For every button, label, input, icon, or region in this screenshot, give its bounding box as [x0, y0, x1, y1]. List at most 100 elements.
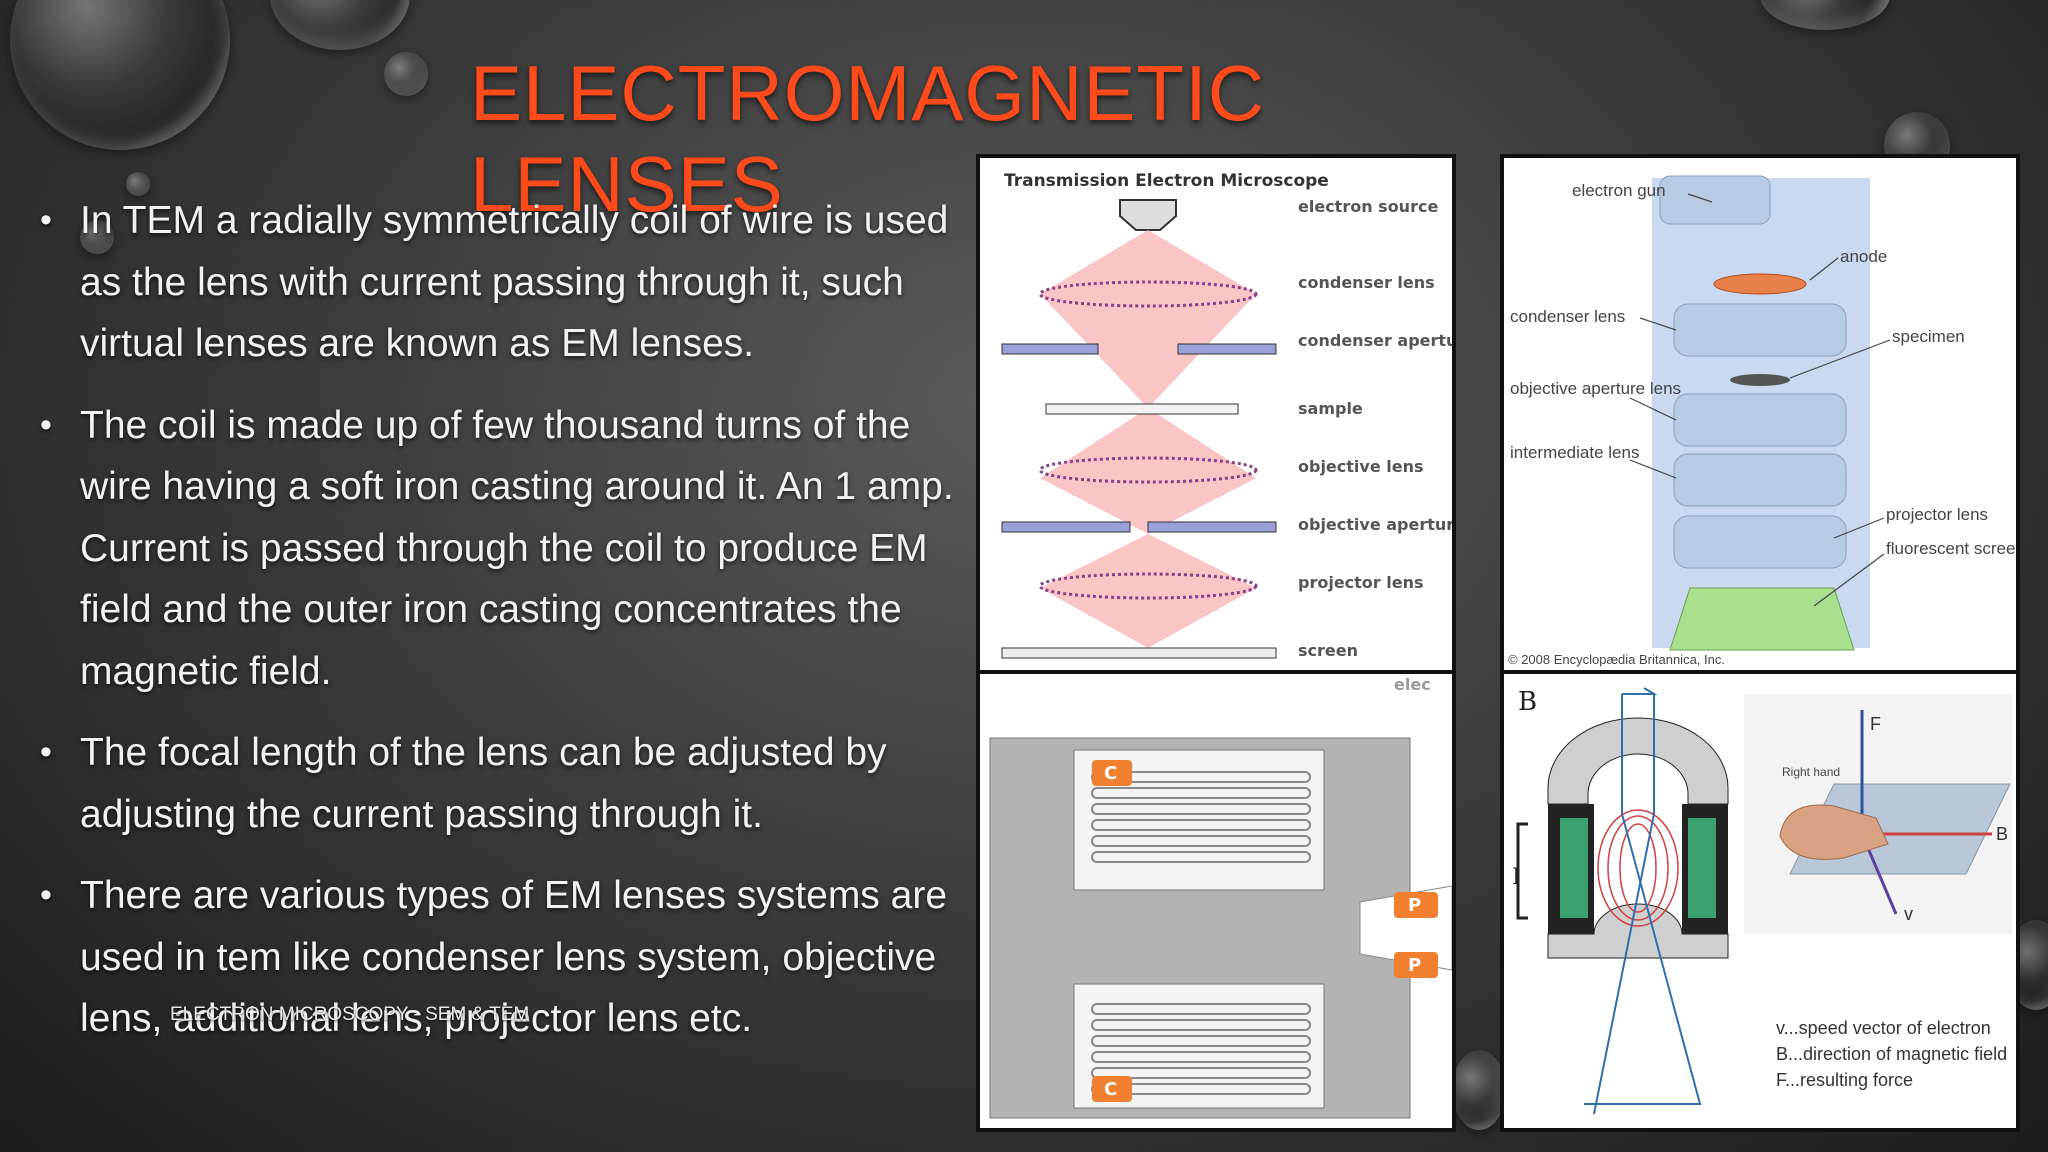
coil-corner-text: elec — [1394, 675, 1431, 694]
bullet-list: • In TEM a radially symmetrically coil of… — [40, 190, 960, 1070]
coil-diagram: elec C C P P — [976, 670, 1456, 1132]
legend-b: B...direction of magnetic field — [1776, 1044, 2007, 1064]
bullet-icon: • — [40, 201, 52, 239]
p-tag-top-text: P — [1408, 895, 1421, 916]
britannica-column-diagram: electron gun anode condenser lens specim… — [1500, 154, 2020, 674]
label-screen: screen — [1298, 641, 1358, 660]
electron-path — [1584, 694, 1702, 1105]
screen-shape — [1001, 647, 1277, 659]
beam-cone — [1040, 408, 1256, 478]
label-sample: sample — [1298, 399, 1363, 418]
winding-left — [1560, 818, 1588, 918]
c-tag-top-text: C — [1104, 763, 1117, 784]
label-specimen: specimen — [1892, 327, 1965, 346]
britannica-svg: electron gun anode condenser lens specim… — [1508, 175, 2016, 667]
bullet-icon: • — [40, 405, 52, 444]
winding-right — [1688, 818, 1716, 918]
pole-piece-top — [1547, 717, 1729, 805]
label-electron-source: electron source — [1298, 197, 1438, 216]
label-intermediate-lens: intermediate lens — [1510, 443, 1639, 462]
electron-source-shape — [1119, 199, 1177, 231]
c-tag-bottom — [1092, 1076, 1132, 1102]
bullet-icon: • — [40, 876, 52, 914]
label-anode: anode — [1840, 247, 1887, 266]
britannica-credit: © 2008 Encyclopædia Britannica, Inc. — [1508, 652, 1725, 667]
c-tag-bottom-text: C — [1104, 1079, 1117, 1100]
label-i: I — [1512, 865, 1521, 890]
decorative-bubble — [1452, 1050, 1506, 1130]
magnetic-field-diagram: B I F B v Right hand v...speed vector of… — [1500, 670, 2020, 1132]
projector-lens-shape — [1038, 572, 1258, 600]
projector-lens-shape — [1673, 515, 1847, 569]
slide-footer: ELECTRON MICROSCOPY - SEM & TEM — [170, 1004, 530, 1025]
objective-lens-shape — [1673, 393, 1847, 447]
slide-title: ELECTROMAGNETIC LENSES — [470, 49, 1266, 228]
condenser-lens-shape — [1673, 303, 1847, 357]
beam-cone — [1040, 534, 1256, 588]
label-condenser-aperture: condenser aperture — [1298, 331, 1452, 350]
electron-gun-shape — [1659, 175, 1771, 225]
tem-heading: Transmission Electron Microscope — [1004, 171, 1329, 191]
label-condenser-lens: condenser lens — [1298, 273, 1435, 292]
bullet-item: • The focal length of the lens can be adj… — [40, 722, 960, 845]
current-wire — [1516, 822, 1528, 920]
bullet-item: • In TEM a radially symmetrically coil of… — [40, 190, 960, 375]
specimen-shape — [1730, 374, 1790, 386]
condenser-lens-shape — [1038, 280, 1258, 308]
sample-shape — [1045, 403, 1239, 415]
p-tag-bottom — [1394, 952, 1438, 978]
bullet-text: The coil is made up of few thousand turn… — [80, 403, 954, 693]
field-svg: B I F B v Right hand v...speed vector of… — [1512, 687, 2012, 1115]
condenser-aperture-left — [1001, 343, 1099, 355]
label-v: v — [1904, 904, 1913, 924]
label-projector-lens: projector lens — [1886, 505, 1988, 524]
field-lines — [1597, 809, 1679, 927]
decorative-bubble — [270, 0, 410, 50]
bullet-text: In TEM a radially symmetrically coil of … — [80, 199, 949, 365]
coil-svg: elec C C P P — [989, 675, 1452, 1119]
label-b-top: B — [1518, 687, 1537, 717]
c-tag-top — [1092, 760, 1132, 786]
label-fluorescent-screen: fluorescent screen — [1886, 539, 2016, 558]
tem-ray-diagram: Transmission Electron Microscope electro… — [976, 154, 1456, 674]
legend-v: v...speed vector of electron — [1776, 1018, 1991, 1038]
beam-cone — [1040, 294, 1256, 408]
fluorescent-screen-shape — [1669, 587, 1855, 651]
bullet-text: The focal length of the lens can be adju… — [80, 731, 887, 836]
decorative-bubble — [80, 220, 114, 254]
electron-path-2 — [1593, 694, 1655, 1115]
label-b-right: B — [1996, 824, 2008, 844]
legend-f: F...resulting force — [1776, 1070, 1913, 1090]
anode-shape — [1713, 273, 1807, 295]
bullet-item: • There are various types of EM lenses sy… — [40, 865, 960, 1050]
coil-windings-bottom — [1091, 1003, 1311, 1095]
label-condenser-lens: condenser lens — [1510, 307, 1625, 326]
label-objective-aperture: objective aperture — [1298, 515, 1452, 534]
objective-aperture-left — [1001, 521, 1131, 533]
decorative-bubble — [384, 52, 428, 96]
bullet-item: • The coil is made up of few thousand tur… — [40, 395, 960, 703]
bullet-icon: • — [40, 733, 52, 771]
tem-ray-svg: Transmission Electron Microscope electro… — [1001, 171, 1452, 660]
beam-cone — [1040, 230, 1256, 294]
beam-arrow — [1622, 687, 1658, 695]
label-projector-lens: projector lens — [1298, 573, 1424, 592]
label-f: F — [1870, 714, 1881, 734]
decorative-bubble — [1760, 0, 1890, 30]
objective-lens-shape — [1038, 456, 1258, 484]
decorative-bubble — [10, 0, 230, 150]
condenser-aperture-right — [1177, 343, 1277, 355]
objective-aperture-right — [1147, 521, 1277, 533]
intermediate-lens-shape — [1673, 453, 1847, 507]
beam-cone — [1040, 478, 1256, 534]
label-electron-gun: electron gun — [1572, 181, 1666, 200]
beam-cone — [1040, 588, 1256, 648]
hand-shape — [1779, 804, 1889, 860]
p-tag-top — [1394, 892, 1438, 918]
decorative-bubble — [126, 172, 150, 196]
label-objective-aperture-lens: objective aperture lens — [1510, 379, 1681, 398]
bullet-text: There are various types of EM lenses sys… — [80, 874, 948, 1040]
p-tag-bottom-text: P — [1408, 955, 1421, 976]
label-right-hand: Right hand — [1782, 765, 1840, 779]
label-objective-lens: objective lens — [1298, 457, 1424, 476]
